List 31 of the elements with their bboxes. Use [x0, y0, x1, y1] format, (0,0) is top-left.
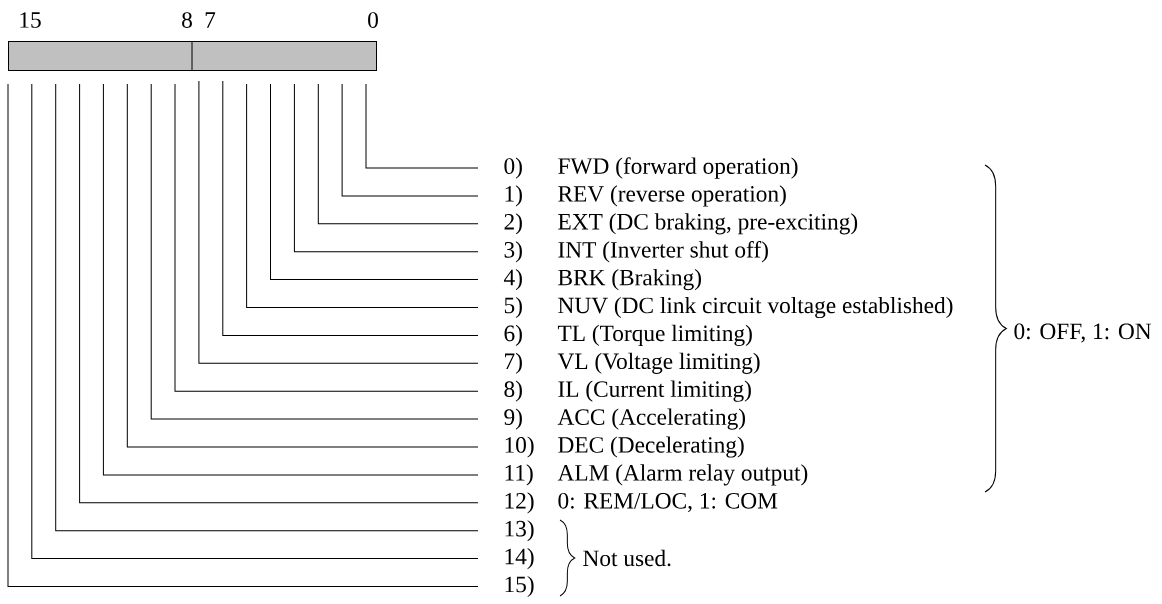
bit-description: 6) TL (Torque limiting): [504, 324, 752, 346]
brace-label: 0: OFF, 1: ON: [1014, 323, 1152, 343]
brace-label: Not used.: [583, 549, 671, 567]
leader-line: [270, 83, 479, 281]
bit-number: 7: [205, 12, 216, 28]
bit-description: 13): [505, 520, 534, 542]
bit-description: 3) INT (Inverter shut off): [504, 241, 768, 263]
bit-description: 0) FWD (forward operation): [504, 157, 798, 179]
bit-description: 2) EXT (DC braking, pre-exciting): [504, 213, 858, 235]
bit-description: 4) BRK (Braking): [503, 269, 701, 291]
leader-line: [222, 80, 479, 336]
leader-line: [317, 83, 479, 225]
leader-line: [341, 83, 479, 197]
register-bar: [8, 40, 377, 71]
bit-description: 14): [505, 548, 534, 570]
bit-description: 8) IL (Current limiting): [504, 380, 751, 402]
leader-line: [365, 83, 479, 169]
bit-description: 12) 0: REM/LOC, 1: COM: [505, 492, 778, 514]
bit-description: 9) ACC (Accelerating): [504, 408, 746, 430]
bit-description: 10) DEC (Decelerating): [505, 436, 744, 458]
bit-number: 0: [368, 12, 378, 28]
leader-line: [246, 83, 479, 308]
leader-line: [198, 80, 479, 364]
bit-description: 15): [505, 575, 534, 598]
bit-description: 5) NUV (DC link circuit voltage established): [504, 296, 953, 319]
bit-description: 7) VL (Voltage limiting): [505, 352, 760, 374]
leader-line: [293, 83, 479, 253]
bit-description: 11) ALM (Alarm relay output): [505, 464, 808, 486]
bit-description: 1) REV (reverse operation): [505, 185, 786, 207]
bit-number: 8: [182, 12, 192, 28]
bit-number: 15: [20, 12, 41, 28]
